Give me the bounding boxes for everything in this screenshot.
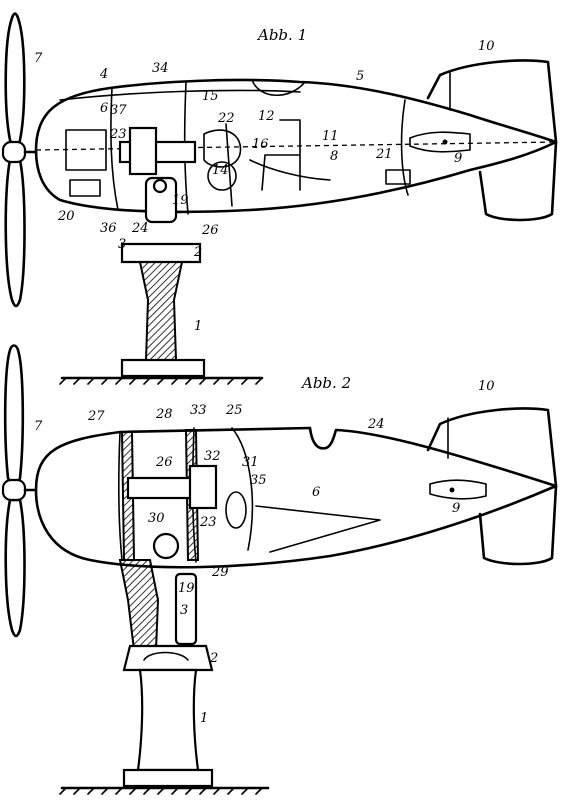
fig2-label: 25	[225, 403, 243, 418]
fig1-label: 2	[193, 245, 202, 260]
fig1-label: 16	[252, 137, 269, 152]
fig2-label: 35	[250, 473, 267, 488]
fig2-label: 29	[211, 565, 229, 580]
fig1-label: 26	[201, 223, 219, 238]
figure-1-title: Abb. 1	[256, 26, 307, 44]
fig2-label: 2	[209, 651, 218, 666]
fig2-label: 9	[452, 501, 460, 516]
fig1-label: 6	[100, 101, 108, 116]
fig1-label: 21	[375, 147, 393, 162]
fig2-stand	[59, 559, 270, 795]
figure-2: Abb. 2	[1, 344, 558, 795]
fig1-label: 19	[172, 193, 189, 208]
fig1-tail	[426, 59, 558, 222]
fig1-label: 1	[194, 319, 202, 334]
fig2-label: 6	[312, 485, 320, 500]
fig2-labels: 7 27 28 33 25 24 10 26 32 31 35 6 9 30 2…	[34, 379, 495, 726]
fig1-fuselage	[34, 78, 558, 215]
figure-1: Abb. 1	[1, 12, 558, 385]
fig1-label: 10	[478, 39, 495, 54]
fig2-label: 23	[199, 515, 217, 530]
fig1-label: 9	[454, 151, 462, 166]
figure-2-title: Abb. 2	[300, 374, 351, 392]
fig1-label: 5	[356, 69, 364, 84]
fig1-label: 12	[258, 109, 275, 124]
fig1-label: 24	[131, 221, 149, 236]
fig1-labels: 7 4 34 15 22 12 5 10 6 37 23 16 11 8 21 …	[34, 39, 495, 334]
fig2-label: 30	[148, 511, 165, 526]
fig1-label: 3	[118, 237, 126, 252]
fig1-label: 36	[100, 221, 117, 236]
fig2-label: 7	[34, 419, 43, 434]
fig1-label: 4	[99, 67, 108, 82]
fig1-label: 20	[57, 209, 75, 224]
fig1-label: 15	[202, 89, 219, 104]
fig2-label: 27	[87, 409, 105, 424]
fig1-propeller	[1, 12, 38, 308]
fig2-label: 33	[190, 403, 207, 418]
fig2-label: 32	[204, 449, 221, 464]
fig2-label: 28	[155, 407, 173, 422]
fig1-label: 7	[34, 51, 43, 66]
fig2-propeller	[1, 344, 38, 638]
fig1-label: 23	[109, 127, 127, 142]
fig1-label: 8	[330, 149, 338, 164]
fig2-label: 3	[180, 603, 188, 618]
fig2-label: 19	[178, 581, 195, 596]
fig2-label: 24	[367, 417, 385, 432]
fig2-label: 10	[478, 379, 495, 394]
fig1-label: 22	[217, 111, 235, 126]
fig2-label: 31	[242, 455, 259, 470]
fig2-label: 26	[155, 455, 173, 470]
fig2-tail	[426, 407, 558, 566]
fig1-label: 37	[110, 103, 127, 118]
fig1-label: 34	[152, 61, 169, 76]
fig2-label: 1	[200, 711, 208, 726]
fig1-label: 14	[212, 163, 229, 178]
fig2-fuselage	[34, 426, 558, 569]
fig1-label: 11	[322, 129, 339, 144]
fig1-stand	[59, 176, 264, 385]
